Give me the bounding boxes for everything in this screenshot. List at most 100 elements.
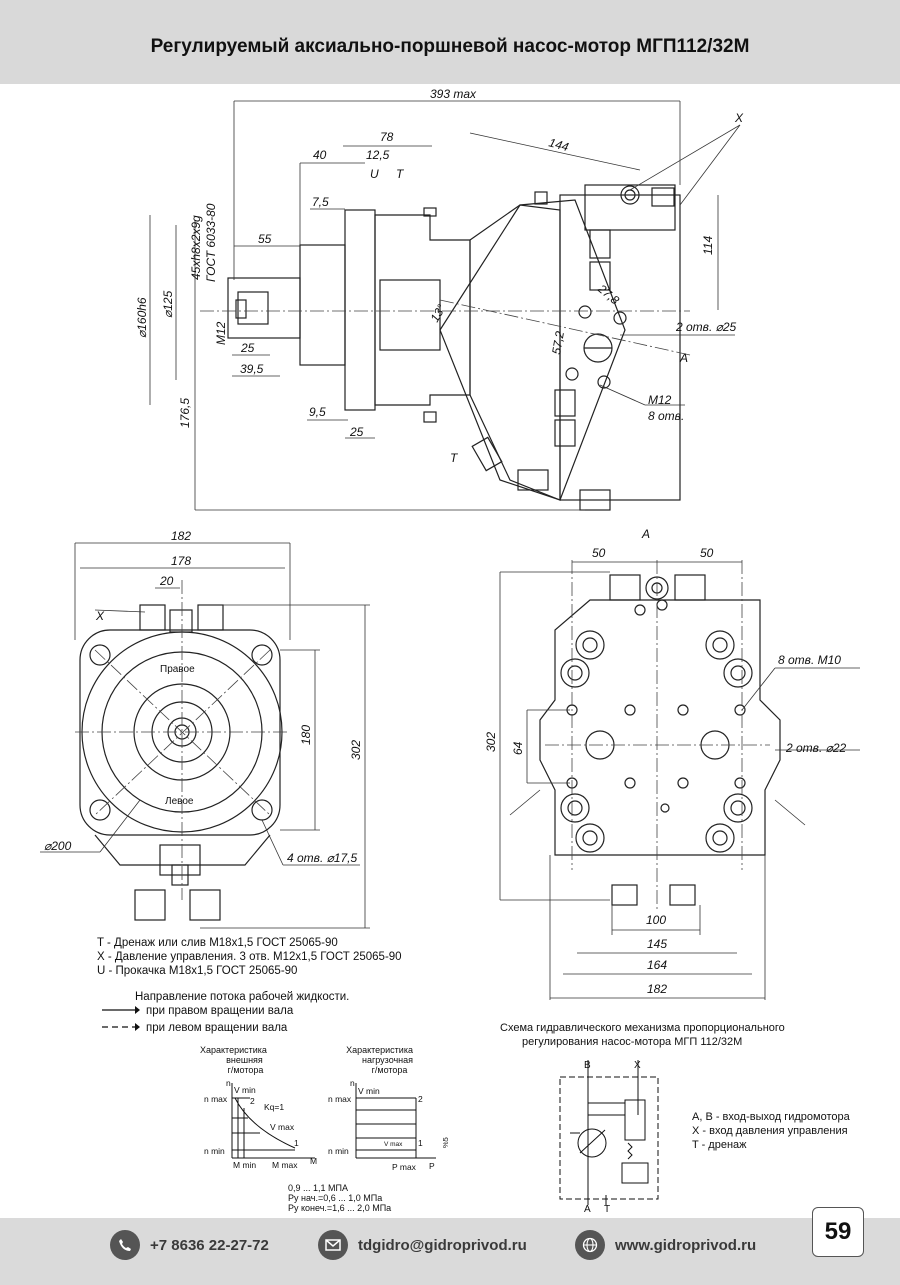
svg-text:20: 20 <box>159 574 174 588</box>
svg-text:Kq=1: Kq=1 <box>264 1102 284 1112</box>
svg-text:A: A <box>641 527 650 541</box>
svg-text:A: A <box>679 351 688 365</box>
svg-text:144: 144 <box>547 135 570 154</box>
svg-text:114: 114 <box>701 236 715 255</box>
svg-text:25: 25 <box>240 341 255 355</box>
flow-arrows <box>102 1006 140 1031</box>
svg-text:40: 40 <box>313 148 327 162</box>
svg-text:n max: n max <box>204 1094 228 1104</box>
svg-text:8 отв. M10: 8 отв. M10 <box>778 653 841 667</box>
svg-text:n max: n max <box>328 1094 352 1104</box>
phone-number: +7 8636 22-27-72 <box>150 1236 269 1254</box>
footer-site[interactable]: www.gidroprivod.ru <box>575 1225 756 1265</box>
svg-text:12,5: 12,5 <box>366 148 390 162</box>
svg-text:1: 1 <box>294 1138 299 1148</box>
top-view-drawing: 393 max 144 78 40 12,5 U T 7,5 55 114 27… <box>135 87 744 511</box>
svg-text:2 отв. ⌀22: 2 отв. ⌀22 <box>785 741 847 755</box>
globe-icon <box>575 1230 605 1260</box>
svg-text:176,5: 176,5 <box>178 398 192 428</box>
legend-x: X - Давление управления. 3 отв. М12х1,5 … <box>97 951 402 963</box>
svg-text:Правое: Правое <box>160 664 195 675</box>
svg-text:302: 302 <box>349 740 363 760</box>
svg-text:X: X <box>95 609 105 623</box>
svg-text:180: 180 <box>299 725 313 745</box>
svg-text:8 отв.: 8 отв. <box>648 409 684 423</box>
svg-text:393 max: 393 max <box>430 87 477 101</box>
svg-text:64: 64 <box>511 741 525 755</box>
svg-text:57,2: 57,2 <box>549 330 567 356</box>
front-view-drawing: 182 178 20 X 180 302 ⌀200 4 отв. ⌀17,5 П… <box>40 529 370 929</box>
svg-text:M min: M min <box>233 1160 256 1170</box>
svg-text:V min: V min <box>358 1086 380 1096</box>
svg-text:2: 2 <box>418 1094 423 1104</box>
svg-text:V max: V max <box>270 1122 295 1132</box>
mail-icon <box>318 1230 348 1260</box>
svg-text:25: 25 <box>349 425 364 439</box>
svg-text:55: 55 <box>258 232 272 246</box>
scheme-title-1: Схема гидравлического механизма пропорци… <box>500 1022 785 1034</box>
svg-text:9,5: 9,5 <box>309 405 326 419</box>
svg-text:27,8: 27,8 <box>594 281 622 308</box>
page-header: Регулируемый аксиально-поршневой насос-м… <box>0 0 900 84</box>
page-footer <box>0 1218 900 1285</box>
page-number: 59 <box>812 1207 864 1257</box>
svg-text:X: X <box>634 1060 641 1071</box>
svg-text:T: T <box>450 451 459 465</box>
svg-text:50: 50 <box>592 546 606 560</box>
svg-text:302: 302 <box>484 732 498 752</box>
svg-text:164: 164 <box>647 958 667 972</box>
svg-text:M max: M max <box>272 1160 298 1170</box>
flow-left: при левом вращении вала <box>146 1022 288 1034</box>
site-url: www.gidroprivod.ru <box>615 1236 757 1254</box>
page-title: Регулируемый аксиально-поршневой насос-м… <box>150 36 750 57</box>
svg-text:M: M <box>310 1156 317 1166</box>
scheme-legend-2: X - вход давления управления <box>692 1125 848 1137</box>
side-view-drawing: 50 50 A 8 отв. M10 302 64 2 отв. ⌀22 100… <box>484 527 860 1000</box>
svg-text:182: 182 <box>647 982 667 996</box>
char-load-title: Характеристика нагрузочная г/мотора <box>346 1045 414 1075</box>
scheme-legend-3: T - дренаж <box>692 1139 747 1151</box>
svg-text:T: T <box>396 167 405 181</box>
char-load-graph: n V min n max 2 V max 1 n min P max P %5 <box>328 1078 450 1172</box>
svg-text:4 отв. ⌀17,5: 4 отв. ⌀17,5 <box>287 851 358 865</box>
svg-text:⌀160h6: ⌀160h6 <box>135 297 149 338</box>
footer-email[interactable]: tdgidro@gidroprivod.ru <box>318 1225 527 1265</box>
pressure-3: Ру конеч.=1,6 ... 2,0 МПа <box>288 1203 392 1213</box>
flow-title: Направление потока рабочей жидкости. <box>135 991 350 1003</box>
svg-text:⌀200: ⌀200 <box>44 839 72 853</box>
svg-text:A: A <box>584 1204 591 1215</box>
svg-text:45xh8x2x9g: 45xh8x2x9g <box>189 215 203 280</box>
svg-text:P max: P max <box>392 1162 417 1172</box>
svg-text:⌀125: ⌀125 <box>161 290 175 318</box>
svg-text:2 отв. ⌀25: 2 отв. ⌀25 <box>675 320 737 334</box>
flow-right: при правом вращении вала <box>146 1005 294 1017</box>
svg-text:178: 178 <box>171 554 191 568</box>
svg-text:145: 145 <box>647 937 667 951</box>
svg-text:P: P <box>429 1161 435 1171</box>
svg-text:n: n <box>350 1078 355 1088</box>
svg-text:B: B <box>584 1060 591 1071</box>
svg-text:V min: V min <box>234 1085 256 1095</box>
svg-text:M12: M12 <box>648 393 672 407</box>
svg-text:U: U <box>370 167 379 181</box>
svg-text:39,5: 39,5 <box>240 362 264 376</box>
svg-text:n min: n min <box>204 1146 225 1156</box>
svg-text:78: 78 <box>380 130 394 144</box>
scheme-title-2: регулирования насос-мотора МГП 112/32М <box>522 1036 743 1048</box>
svg-text:%5: %5 <box>441 1137 450 1148</box>
svg-text:n min: n min <box>328 1146 349 1156</box>
char-ext-title: Характеристика внешняя г/мотора <box>200 1045 267 1075</box>
scheme-legend-1: A, B - вход-выход гидромотора <box>692 1111 850 1123</box>
svg-text:100: 100 <box>646 913 666 927</box>
svg-text:Левое: Левое <box>165 796 194 807</box>
hydraulic-scheme: B X A T <box>559 1060 659 1215</box>
svg-text:M12: M12 <box>214 321 228 345</box>
legend-u: U - Прокачка М18х1,5 ГОСТ 25065-90 <box>97 965 298 977</box>
char-ext-graph: n V min n max 2 Kq=1 V max n min 1 M min… <box>204 1078 317 1170</box>
email-address: tdgidro@gidroprivod.ru <box>358 1236 527 1254</box>
svg-text:V max: V max <box>384 1141 403 1148</box>
svg-text:n: n <box>226 1078 231 1088</box>
footer-phone[interactable]: +7 8636 22-27-72 <box>110 1225 269 1265</box>
phone-icon <box>110 1230 140 1260</box>
svg-text:50: 50 <box>700 546 714 560</box>
